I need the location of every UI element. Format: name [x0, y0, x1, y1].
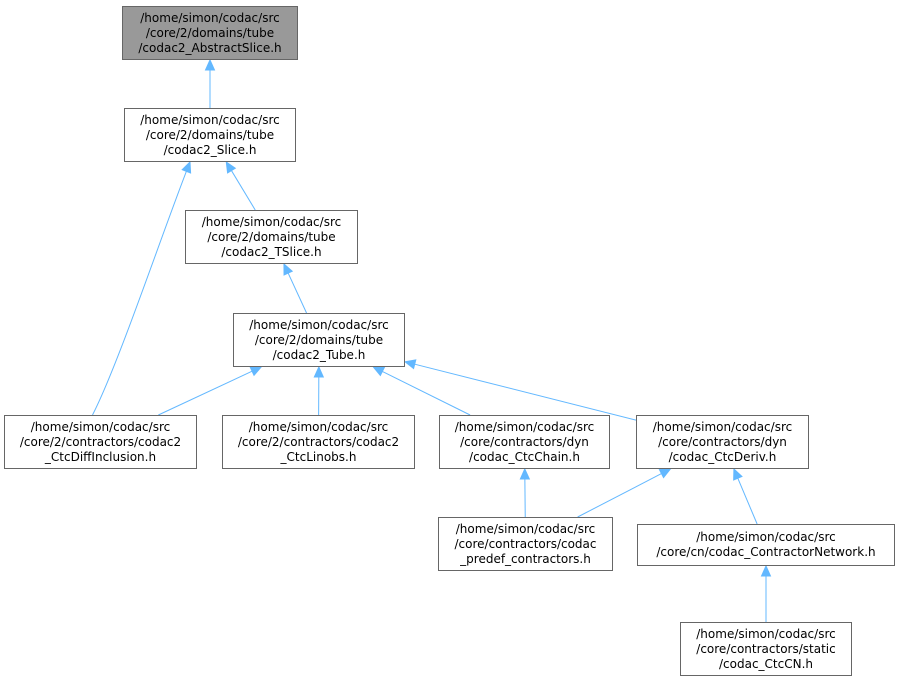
node-line: /core/contractors/dyn — [460, 434, 589, 449]
edge-arrowhead — [519, 467, 531, 480]
node-codac-ctccn-h[interactable]: /home/simon/codac/src /core/contractors/… — [680, 622, 852, 676]
edge-slice-to-abstract-slice — [204, 58, 216, 108]
node-codac2-abstractslice-h: /home/simon/codac/src /core/2/domains/tu… — [122, 6, 298, 60]
node-line: /codac_CtcCN.h — [718, 656, 813, 671]
edge-tslice-to-slice — [225, 160, 256, 211]
edge-contractor-network-to-ctc-deriv — [733, 467, 758, 525]
edge-arrowhead — [313, 365, 325, 378]
node-line: _CtcLinobs.h — [280, 449, 357, 464]
edge-line — [382, 370, 471, 416]
edge-arrowhead — [204, 58, 216, 71]
node-line: /core/contractors/codac — [454, 536, 597, 551]
node-codac2-ctclinobs-h[interactable]: /home/simon/codac/src /core/2/contractor… — [222, 415, 415, 469]
node-line: /core/cn/codac_ContractorNetwork.h — [656, 545, 876, 559]
edge-line — [737, 478, 758, 525]
node-line: /home/simon/codac/src — [140, 112, 280, 127]
node-line: /home/simon/codac/src — [201, 214, 342, 229]
node-line: /home/simon/codac/src — [652, 419, 793, 434]
node-line: /codac_CtcDeriv.h — [668, 449, 777, 464]
node-line: /codac2_AbstractSlice.h — [138, 40, 282, 55]
node-line: _predef_contractors.h — [460, 551, 591, 566]
edge-arrowhead — [181, 160, 192, 174]
edge-line — [577, 473, 662, 518]
edge-arrowhead — [760, 564, 772, 577]
node-line: /core/contractors/static — [696, 641, 836, 656]
edge-line — [231, 170, 256, 211]
node-line: /codac2_Tube.h — [272, 347, 366, 362]
node-line: /home/simon/codac/src — [696, 626, 836, 641]
node-codac2-ctcdiffinclusion-h[interactable]: /home/simon/codac/src /core/2/contractor… — [4, 415, 197, 469]
edge-line — [414, 363, 637, 421]
node-line: /codac_CtcChain.h — [469, 449, 580, 464]
node-line: /home/simon/codac/src — [30, 419, 171, 434]
edge-line — [158, 370, 253, 416]
edge-arrowhead — [658, 468, 672, 479]
edge-ctc-diff-inclusion-to-tube — [158, 366, 263, 416]
edge-arrowhead — [283, 262, 294, 276]
node-line: _CtcDiffInclusion.h — [44, 449, 157, 464]
node-line: /core/2/domains/tube — [145, 127, 275, 142]
node-line: /codac2_TSlice.h — [221, 244, 322, 259]
node-codac-predef-contractors-h[interactable]: /home/simon/codac/src /core/contractors/… — [438, 517, 613, 571]
edge-ctc-linobs-to-tube — [313, 365, 325, 416]
edge-line — [287, 272, 308, 314]
node-line: /core/2/domains/tube — [145, 25, 275, 40]
edge-predef-contractors-to-ctc-chain — [519, 467, 531, 518]
node-line: /home/simon/codac/src — [455, 521, 596, 536]
edge-ctc-diff-inclusion-to-slice — [92, 160, 192, 416]
edge-ctc-deriv-to-tube — [403, 359, 637, 421]
node-codac2-tube-h[interactable]: /home/simon/codac/src /core/2/domains/tu… — [233, 313, 405, 367]
node-codac2-tslice-h[interactable]: /home/simon/codac/src /core/2/domains/tu… — [185, 210, 358, 264]
edge-arrowhead — [225, 160, 237, 174]
node-line: /home/simon/codac/src — [696, 530, 836, 544]
node-line: /core/2/domains/tube — [207, 229, 336, 244]
node-codac-contractornetwork-h[interactable]: /home/simon/codac/src /core/cn/codac_Con… — [637, 524, 895, 566]
node-line: /home/simon/codac/src — [249, 317, 389, 332]
edge-arrowhead — [403, 359, 417, 370]
node-line: /core/2/contractors/codac2 — [19, 434, 182, 449]
node-line: /core/2/domains/tube — [254, 332, 384, 347]
edge-ctc-chain-to-tube — [372, 366, 471, 416]
edge-arrowhead — [733, 467, 743, 481]
edge-ctc-cn-to-contractor-network — [760, 564, 772, 622]
node-codac2-slice-h[interactable]: /home/simon/codac/src /core/2/domains/tu… — [124, 108, 296, 162]
node-line: /home/simon/codac/src — [454, 419, 595, 434]
edge-arrowhead — [372, 366, 386, 377]
node-line: /core/2/contractors/codac2 — [237, 434, 400, 449]
node-line: /core/contractors/dyn — [658, 434, 787, 449]
edge-tube-to-tslice — [283, 262, 308, 314]
edge-line — [92, 171, 187, 416]
node-codac-ctcchain-h[interactable]: /home/simon/codac/src /core/contractors/… — [439, 415, 610, 469]
node-codac-ctcderiv-h[interactable]: /home/simon/codac/src /core/contractors/… — [636, 415, 809, 469]
node-line: /codac2_Slice.h — [163, 142, 257, 157]
node-line: /home/simon/codac/src — [140, 10, 280, 25]
edge-predef-contractors-to-ctc-deriv — [577, 468, 672, 518]
node-line: /home/simon/codac/src — [248, 419, 389, 434]
edge-arrowhead — [249, 366, 263, 377]
